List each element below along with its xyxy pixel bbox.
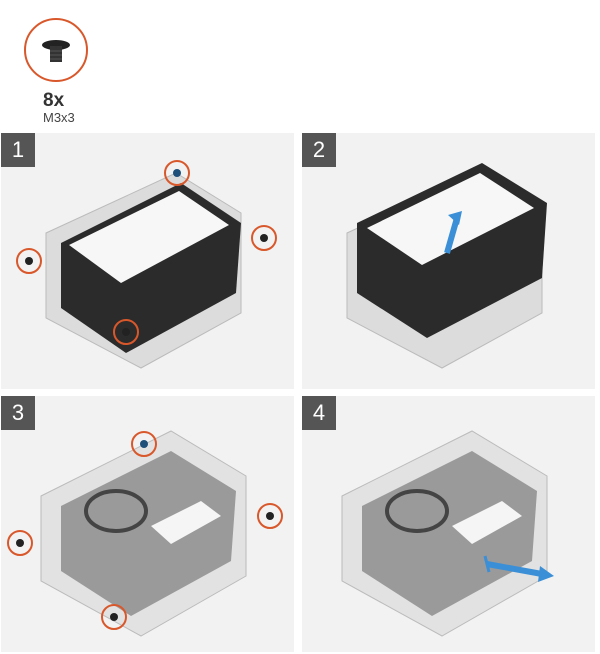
lift-arrow-icon [444,211,462,254]
screw-icon [101,604,127,630]
step-4-illustration [341,430,554,637]
step-1-panel: 1 [1,133,294,389]
screw-icon [42,40,70,62]
screw-icon [7,530,33,556]
ssd-intel [362,451,537,616]
ssd-intel [61,451,236,616]
step-number: 2 [302,133,336,167]
step-number: 1 [1,133,35,167]
screw-size: M3x3 [43,110,75,125]
step-number: 4 [302,396,336,430]
ssd-dark [61,183,241,353]
step-3-panel: 3 [1,396,294,652]
slide-arrow-icon [483,555,554,582]
screw-icon [251,225,277,251]
screw-icon [113,319,139,345]
screw-icon [131,431,157,457]
step-3-illustration [7,430,283,637]
step-2-panel: 2 [302,133,595,389]
screw-icon [16,248,42,274]
screw-icon [257,503,283,529]
screw-icon [164,160,190,186]
step-number: 3 [1,396,35,430]
screw-highlight-circle [24,18,88,82]
step-1-illustration [16,160,277,369]
step-2-illustration [346,163,547,369]
step-4-panel: 4 [302,396,595,652]
screw-quantity: 8x [43,90,65,111]
ssd-dark [357,163,547,338]
